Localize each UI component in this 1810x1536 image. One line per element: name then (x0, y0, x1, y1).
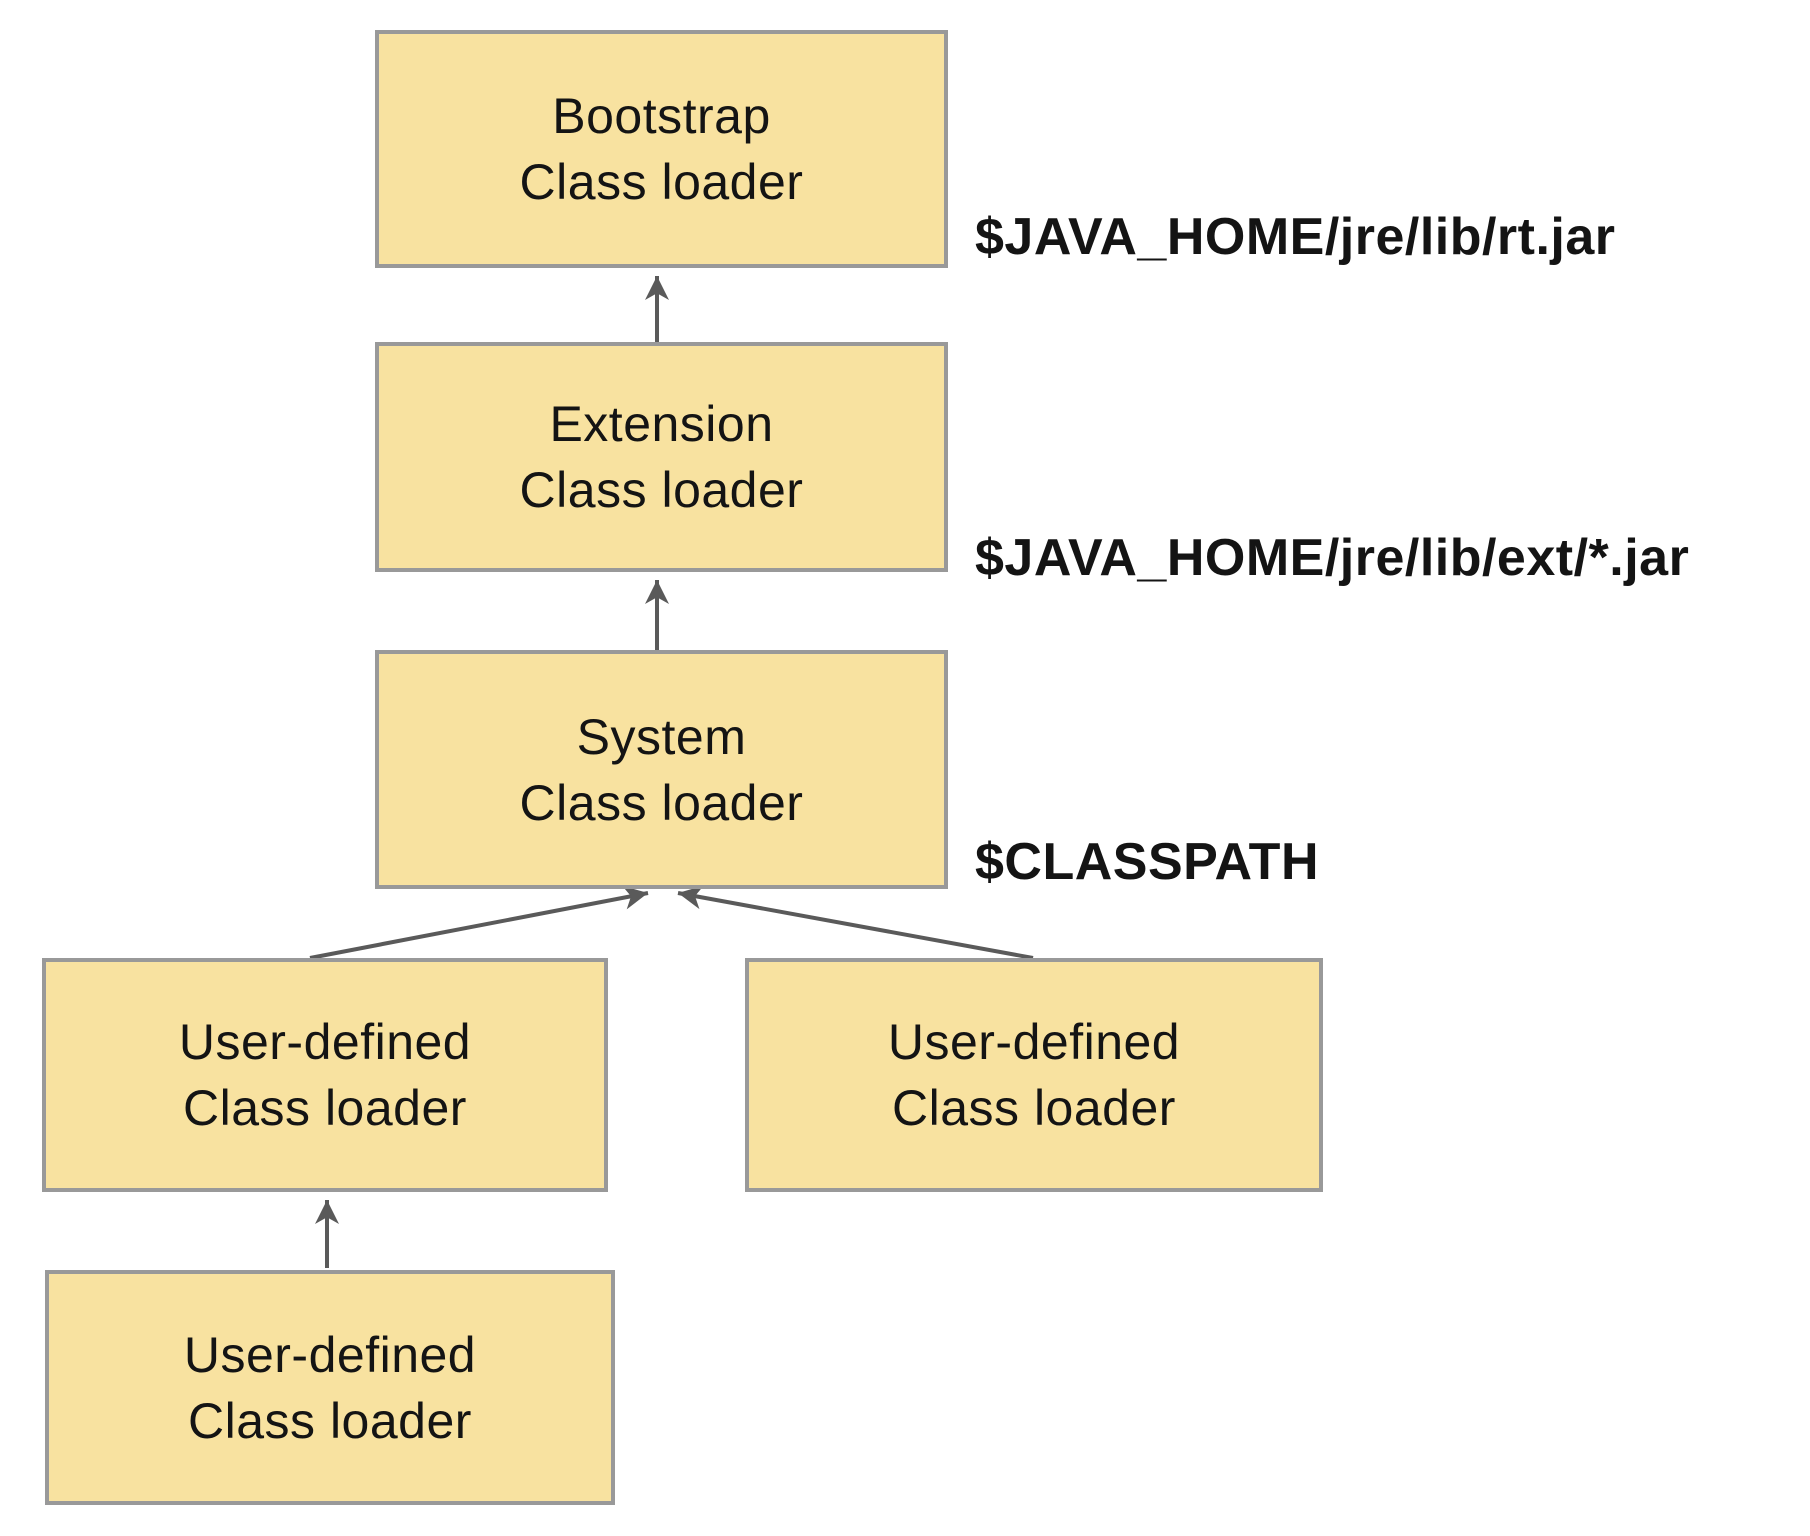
node-system-class-loader: System Class loader (375, 650, 948, 889)
node-label-line2: Class loader (519, 462, 804, 518)
node-label-line2: Class loader (188, 1392, 472, 1449)
arrow-user-left-to-system (309, 885, 649, 960)
annotation-system-path: $CLASSPATH (975, 833, 1319, 891)
arrow-user-right-to-system (677, 885, 1034, 960)
node-label-line1: User-defined (178, 1014, 472, 1070)
node-label-line2: Class loader (519, 774, 804, 831)
node-user-defined-class-loader-right: User-defined Class loader (745, 958, 1323, 1192)
node-label: Bootstrap Class loader (520, 83, 804, 215)
node-label: User-defined Class loader (179, 1009, 471, 1141)
node-label: System Class loader (520, 704, 804, 836)
node-label: Extension Class loader (520, 391, 804, 523)
annotation-extension-path: $JAVA_HOME/jre/lib/ext/*.jar (975, 529, 1690, 587)
node-label: User-defined Class loader (888, 1009, 1180, 1141)
node-label-line1: Bootstrap (552, 88, 771, 144)
node-extension-class-loader: Extension Class loader (375, 342, 948, 572)
node-user-defined-class-loader-left: User-defined Class loader (42, 958, 608, 1192)
node-label-line2: Class loader (183, 1080, 467, 1136)
node-user-defined-class-loader-bottom: User-defined Class loader (45, 1270, 615, 1505)
node-bootstrap-class-loader: Bootstrap Class loader (375, 30, 948, 268)
node-label-line1: User-defined (183, 1326, 477, 1383)
node-label-line1: User-defined (887, 1014, 1181, 1070)
node-label: User-defined Class loader (184, 1322, 476, 1454)
node-label-line1: System (576, 708, 747, 765)
annotation-bootstrap-path: $JAVA_HOME/jre/lib/rt.jar (975, 208, 1616, 266)
node-label-line2: Class loader (519, 154, 804, 210)
node-label-line2: Class loader (892, 1080, 1176, 1136)
node-label-line1: Extension (549, 396, 774, 452)
